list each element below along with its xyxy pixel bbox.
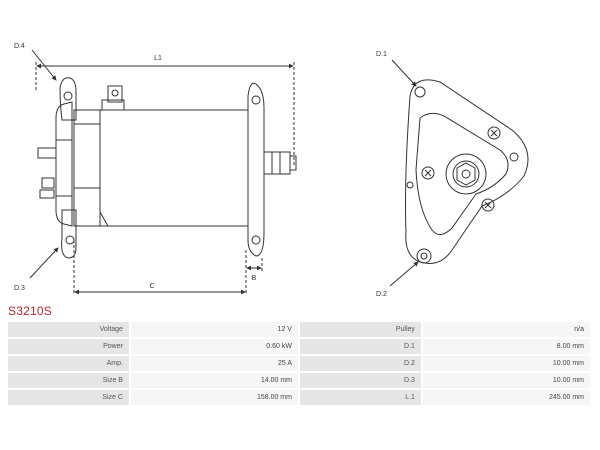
spec-key: Power xyxy=(8,339,129,354)
rear-mount-ear-top xyxy=(59,77,77,121)
technical-drawing: L1 C B D.4 D.3 D.1 D.2 xyxy=(14,43,529,298)
side-view xyxy=(29,49,297,295)
hub xyxy=(445,153,487,195)
d4-label: D.4 xyxy=(14,43,25,50)
spec-key: D.2 xyxy=(299,356,421,371)
rear-mount-ear-bottom xyxy=(61,209,77,259)
shaft xyxy=(263,151,291,175)
spec-value: 14.00 mm xyxy=(130,373,298,388)
spec-value: 245.00 mm xyxy=(422,390,590,405)
spec-value: 10.00 mm xyxy=(422,373,590,388)
spec-key: Amp. xyxy=(8,356,129,371)
spec-key: Size B xyxy=(8,373,129,388)
spec-key: D.1 xyxy=(299,339,421,354)
d3-label: D.3 xyxy=(14,285,25,292)
spec-key: L.1 xyxy=(299,390,421,405)
spec-value: 12 V xyxy=(130,322,298,337)
d1-label: D.1 xyxy=(376,51,387,58)
spec-key: Pulley xyxy=(299,322,421,337)
d1-hole xyxy=(414,86,426,98)
spec-value: 0.60 kW xyxy=(130,339,298,354)
spec-value: 158.00 mm xyxy=(130,390,298,405)
spec-key: Voltage xyxy=(8,322,129,337)
spec-value: 8.00 mm xyxy=(422,339,590,354)
d2-hole xyxy=(416,248,432,264)
front-flange xyxy=(247,82,265,257)
front-view xyxy=(389,59,529,287)
front-outline xyxy=(405,79,529,264)
b-label: B xyxy=(252,275,257,282)
spec-key: Size C xyxy=(8,390,129,405)
l1-label: L1 xyxy=(154,55,162,62)
spec-value: 10.00 mm xyxy=(422,356,590,371)
d2-label: D.2 xyxy=(376,291,387,298)
c-label: C xyxy=(149,283,154,290)
terminal-post xyxy=(107,85,123,103)
spec-value: n/a xyxy=(422,322,590,337)
product-code: S3210S xyxy=(8,304,52,318)
spec-value: 25 A xyxy=(130,356,298,371)
spec-key: D.3 xyxy=(299,373,421,388)
